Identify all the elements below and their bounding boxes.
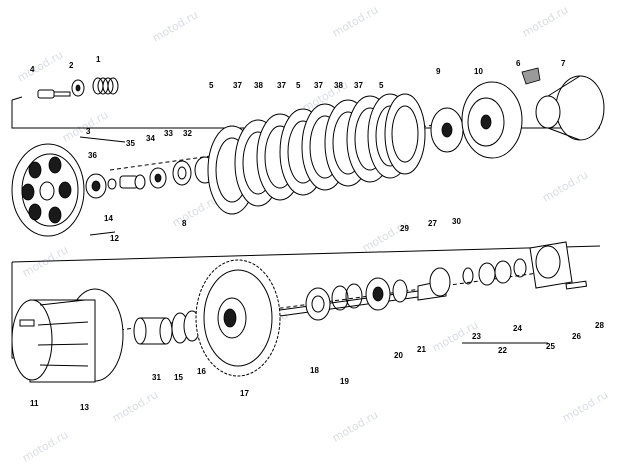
group-bracket-12: [89, 231, 116, 236]
part-label-29: 29: [400, 224, 409, 233]
spring-24: [494, 260, 512, 284]
bushing-31: [133, 317, 173, 345]
part-label-31: 31: [152, 373, 161, 382]
boot-27: [429, 267, 451, 297]
part-label-6: 6: [516, 59, 521, 68]
bolt-4: [37, 89, 71, 99]
part-label-36: 36: [88, 151, 97, 160]
group-bracket-3: [79, 136, 126, 143]
part-label-26: 26: [572, 332, 581, 341]
bearing-20: [365, 277, 391, 311]
part-label-37-a: 37: [233, 81, 242, 90]
part-label-12: 12: [110, 234, 119, 243]
part-label-35: 35: [126, 139, 135, 148]
seal-23: [478, 262, 496, 286]
circlip-36: [107, 178, 117, 190]
slave-cylinder-26: [529, 241, 573, 289]
part-label-22: 22: [498, 346, 507, 355]
part-label-37-b: 37: [277, 81, 286, 90]
part-label-9: 9: [436, 67, 441, 76]
nut-34: [149, 167, 167, 189]
primary-gear-17: [195, 259, 281, 377]
part-label-5-b: 5: [296, 81, 301, 90]
screw-28: [565, 280, 588, 290]
part-label-14: 14: [104, 214, 113, 223]
part-label-30: 30: [452, 217, 461, 226]
part-label-37-d: 37: [354, 81, 363, 90]
part-label-5-c: 5: [379, 81, 384, 90]
key-6: [521, 67, 541, 85]
part-label-16: 16: [197, 367, 206, 376]
part-label-21: 21: [417, 345, 426, 354]
part-label-3: 3: [86, 127, 91, 136]
bearing-18: [305, 287, 331, 321]
part-label-34: 34: [146, 134, 155, 143]
part-label-38-b: 38: [334, 81, 343, 90]
part-label-28: 28: [595, 321, 604, 330]
part-label-7: 7: [561, 59, 566, 68]
part-label-37-c: 37: [314, 81, 323, 90]
bearing-14: [85, 173, 107, 199]
part-label-38-a: 38: [254, 81, 263, 90]
part-label-13: 13: [80, 403, 89, 412]
seal-30: [462, 267, 474, 285]
housing-7: [535, 75, 605, 141]
part-label-20: 20: [394, 351, 403, 360]
part-label-8: 8: [182, 219, 187, 228]
part-label-5-a: 5: [209, 81, 214, 90]
oring-25: [513, 258, 527, 278]
clutch-plate-5-c: [384, 93, 426, 175]
clutch-basket-13: [11, 288, 124, 383]
part-label-32: 32: [183, 129, 192, 138]
part-label-2: 2: [69, 61, 74, 70]
part-label-15: 15: [174, 373, 183, 382]
part-label-23: 23: [472, 332, 481, 341]
washer-21: [392, 279, 408, 303]
bolt-11: [19, 319, 35, 327]
part-label-4: 4: [30, 65, 35, 74]
part-label-19: 19: [340, 377, 349, 386]
circlips-19: [331, 283, 363, 311]
part-label-10: 10: [474, 67, 483, 76]
part-label-25: 25: [546, 342, 555, 351]
spring-1: [92, 77, 119, 95]
clutch-hub-10: [461, 81, 523, 159]
washer-2: [71, 79, 85, 97]
part-label-18: 18: [310, 366, 319, 375]
part-label-17: 17: [240, 389, 249, 398]
pressure-plate-12: [11, 143, 85, 237]
part-label-33: 33: [164, 129, 173, 138]
part-label-24: 24: [513, 324, 522, 333]
part-label-27: 27: [428, 219, 437, 228]
pushrod-35: [119, 174, 146, 190]
washer-33: [172, 160, 192, 186]
hub-plate-9: [430, 107, 464, 153]
part-label-1: 1: [96, 55, 101, 64]
input-shaft: [279, 287, 441, 317]
part-label-11: 11: [30, 399, 39, 408]
